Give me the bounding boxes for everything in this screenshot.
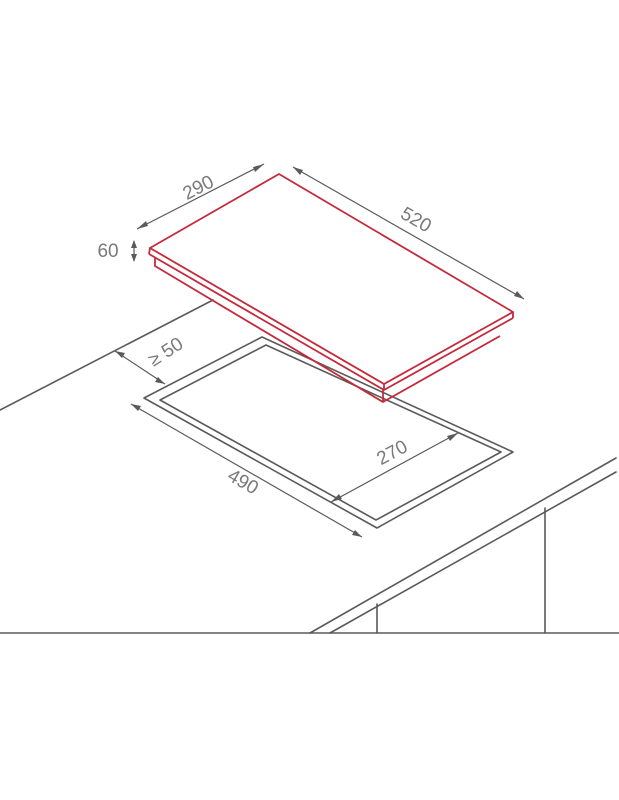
label-490: 490 (224, 465, 262, 499)
dim-270-line (330, 432, 459, 503)
label-520: 520 (397, 203, 435, 237)
dim-290-line (136, 163, 265, 230)
label-min-50: ≥ 50 (145, 334, 187, 372)
hob-body (154, 257, 501, 403)
dim-290-arrow-end (253, 164, 264, 172)
dim-60-arrow-end (131, 254, 137, 262)
dim-50-arrow-end (155, 377, 165, 384)
dim-50-line (114, 350, 166, 385)
label-60: 60 (97, 241, 118, 262)
countertop (0, 299, 619, 634)
dim-520-arrow-start (293, 167, 303, 175)
dim-490-line (130, 403, 363, 538)
dim-520-arrow-end (514, 291, 524, 299)
cutout (143, 336, 514, 529)
hob-top-left-edge (148, 247, 151, 255)
hob (148, 173, 514, 403)
dim-490-arrow-start (131, 404, 141, 411)
dim-520-line (292, 166, 525, 300)
label-290: 290 (180, 172, 218, 205)
label-270: 270 (373, 436, 411, 469)
cutout-inner (159, 344, 502, 521)
cutout-outer (143, 336, 514, 529)
dim-50-arrow-start (115, 351, 125, 358)
dimension-lines (114, 163, 525, 538)
hob-top-thickness (148, 253, 514, 391)
countertop-back-edge (0, 299, 214, 411)
countertop-front-edge (309, 457, 617, 634)
countertop-front-edge-lower (329, 471, 617, 634)
dim-490-arrow-end (352, 530, 362, 537)
dim-60-arrow-start (131, 240, 137, 248)
dimension-labels: 290 520 60 ≥ 50 270 490 (97, 172, 434, 500)
dim-270-arrow-end (447, 433, 458, 441)
dim-270-arrow-start (331, 494, 342, 502)
dim-290-arrow-start (137, 221, 148, 229)
hob-top-surface (149, 173, 514, 385)
